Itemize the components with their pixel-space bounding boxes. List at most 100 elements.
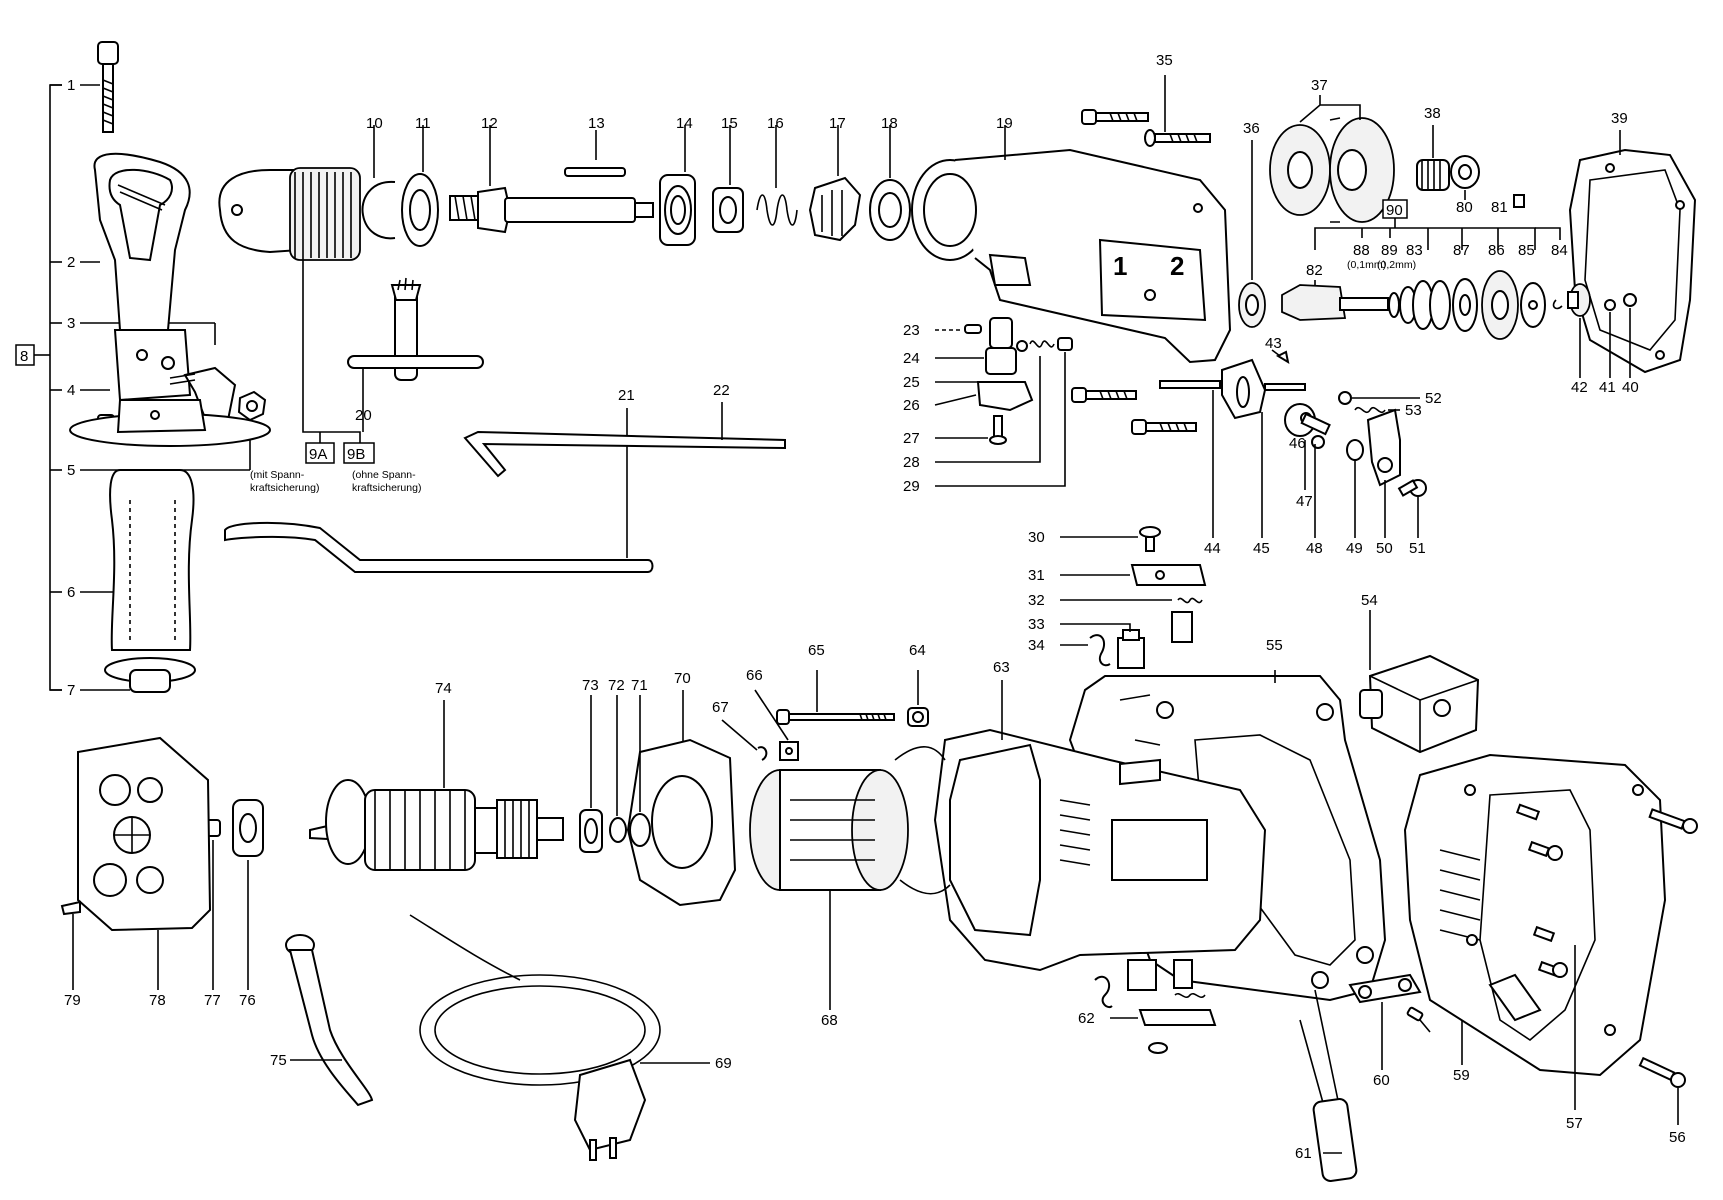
- label-9B: 9B: [347, 446, 365, 463]
- label-80: 80: [1456, 199, 1473, 216]
- label-35: 35: [1156, 52, 1173, 69]
- part-57-screws: [1515, 803, 1568, 978]
- label-57: 57: [1566, 1115, 1583, 1132]
- label-33: 33: [1028, 616, 1045, 633]
- label-29: 29: [903, 478, 920, 495]
- part-28-spring: [1029, 340, 1055, 348]
- part-84-clip: [1552, 299, 1563, 310]
- label-37: 37: [1311, 77, 1328, 94]
- part-44-45-switch-lever: [1159, 358, 1306, 420]
- part-61-cable-sleeve: [1299, 989, 1358, 1182]
- housing-mark-2: 2: [1170, 251, 1184, 281]
- part-11-washer: [401, 173, 439, 247]
- label-87: 87: [1453, 242, 1470, 259]
- label-72: 72: [608, 677, 625, 694]
- label-48: 48: [1306, 540, 1323, 557]
- label-89: 89: [1381, 242, 1398, 259]
- part-9-chuck: [218, 167, 361, 261]
- label-36: 36: [1243, 120, 1260, 137]
- side-handle-group: 8 1 2 3 4 5 6 7: [15, 41, 271, 699]
- part-83-89-shims: [1388, 280, 1451, 330]
- label-88: 88: [1353, 242, 1370, 259]
- label-11: 11: [415, 115, 431, 132]
- label-9A: 9A: [309, 446, 327, 463]
- label-86: 86: [1488, 242, 1505, 259]
- label-26: 26: [903, 397, 920, 414]
- part-13-key: [564, 167, 626, 177]
- label-71: 71: [631, 677, 648, 694]
- handle-half-group: 57 56: [1403, 753, 1698, 1146]
- label-47: 47: [1296, 493, 1313, 510]
- part-23-pin: [964, 324, 982, 334]
- part-70-gasket: [626, 738, 737, 907]
- label-2: 2: [67, 254, 75, 271]
- label-59: 59: [1453, 1067, 1470, 1084]
- part-72-washer: [609, 817, 627, 843]
- part-78-end-cover: [77, 736, 212, 932]
- part-44-screws: [1071, 387, 1197, 435]
- part-47-ball: [1311, 435, 1325, 449]
- part-56-screws: [1638, 808, 1698, 1088]
- part-34-clip: [1089, 634, 1111, 667]
- part-86-gear: [1481, 270, 1519, 340]
- part-16-spring: [756, 194, 798, 226]
- label-21: 21: [618, 387, 635, 404]
- label-69: 69: [715, 1055, 732, 1072]
- part-33-brush-holder: [1117, 629, 1145, 669]
- label-79: 79: [64, 992, 81, 1009]
- label-8: 8: [20, 348, 28, 365]
- note-9B-line2: kraftsicherung): [352, 482, 421, 494]
- lever-group: 21 22: [224, 382, 786, 573]
- label-85: 85: [1518, 242, 1535, 259]
- cord-group: 75 69 61 62 60 59: [270, 914, 1470, 1182]
- label-63: 63: [993, 659, 1010, 676]
- label-78: 78: [149, 992, 166, 1009]
- label-1: 1: [67, 77, 75, 94]
- part-27-screw: [989, 415, 1007, 445]
- label-50: 50: [1376, 540, 1393, 557]
- part-2-clamp-band: [93, 152, 191, 331]
- label-56: 56: [1669, 1129, 1686, 1146]
- part-31-plate: [1130, 564, 1207, 586]
- label-54: 54: [1361, 592, 1378, 609]
- label-67: 67: [712, 699, 729, 716]
- part-collar-disc: [69, 399, 271, 447]
- label-30: 30: [1028, 529, 1045, 546]
- box-9B: [343, 442, 375, 464]
- part-37-gear-pair: [1269, 117, 1395, 223]
- gear-train-group: 36 37 38 80 81 90 88 (0,1mm) 89 (0,2mm) …: [1071, 77, 1697, 557]
- box-8: [15, 344, 35, 366]
- box-9A: [305, 442, 335, 464]
- part-36-gear: [1238, 282, 1266, 328]
- part-53-spring: [1354, 406, 1386, 414]
- label-10: 10: [366, 115, 383, 132]
- part-81-key: [1513, 194, 1525, 208]
- note-89: (0,2mm): [1377, 259, 1416, 271]
- part-21-rod: [224, 521, 654, 573]
- part-3-clamp-block: [113, 329, 237, 422]
- part-64-nut: [907, 707, 929, 727]
- note-9A-line2: kraftsicherung): [250, 482, 319, 494]
- part-15-gear: [712, 187, 744, 233]
- label-13: 13: [588, 115, 605, 132]
- note-88: (0,1mm): [1347, 259, 1386, 271]
- label-53: 53: [1405, 402, 1422, 419]
- part-82-shaft: [1281, 284, 1389, 321]
- part-54-switch: [1359, 654, 1480, 754]
- label-3: 3: [67, 315, 75, 332]
- label-49: 49: [1346, 540, 1363, 557]
- gear-housing-group: 1 2 19 23 24 25 26 27 28 29: [903, 52, 1232, 495]
- label-38: 38: [1424, 105, 1441, 122]
- part-40-ring: [1623, 293, 1637, 307]
- label-70: 70: [674, 670, 691, 687]
- label-73: 73: [582, 677, 599, 694]
- part-74-armature: [309, 779, 564, 871]
- part-17-clutch: [808, 176, 862, 242]
- part-30-screw: [1139, 526, 1161, 552]
- part-67-clip: [757, 746, 768, 761]
- part-24-bushing: [985, 317, 1017, 375]
- label-14: 14: [676, 115, 693, 132]
- label-27: 27: [903, 430, 920, 447]
- part-52-nut: [1338, 391, 1352, 405]
